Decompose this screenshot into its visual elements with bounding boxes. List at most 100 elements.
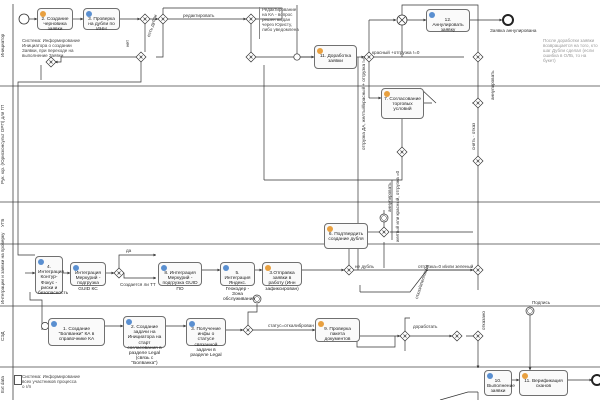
gateway-red	[363, 51, 375, 63]
timer-event-edit	[293, 53, 301, 61]
task-check-documents[interactable]: 9. Проверка пакета документов	[315, 318, 360, 342]
gateway-dubli-1	[139, 13, 151, 25]
gateway-legal-2	[396, 146, 408, 158]
service-task-icon	[51, 321, 57, 327]
gateway-otgr	[472, 264, 484, 276]
flow-label-vertical-4: желтый или красный, отгрузка =0	[395, 170, 400, 242]
gateway-init	[45, 56, 57, 68]
task-label: 5. Интеграция Яндекс. Геокодер - Зона об…	[223, 271, 255, 303]
service-task-icon	[223, 265, 229, 271]
flow-label-edit: редактировать	[183, 13, 215, 18]
task-send-request[interactable]: 3.Отправка заявки в работу (Инн зафиксир…	[262, 262, 302, 292]
task-trade-terms[interactable]: 7. Согласование торговых условий	[381, 88, 424, 119]
flow-label-vertical-3: аннулировать	[490, 70, 495, 100]
task-label: 8. Интеграция Меркурий - подгрузка GUID …	[162, 271, 198, 292]
gateway-edit-join	[245, 51, 257, 63]
gateway-net	[135, 51, 147, 63]
service-task-icon	[487, 373, 493, 379]
user-task-icon	[327, 226, 333, 232]
service-task-icon	[38, 259, 44, 265]
user-task-icon	[384, 91, 390, 97]
service-task-icon	[73, 265, 79, 271]
event-top-402	[396, 14, 408, 26]
flow-label-vertical-2: снять · отказ	[471, 122, 476, 150]
flow-label-rework: доработать	[413, 324, 438, 329]
task-get-legal-status[interactable]: 3. Получение инфы о статусе связанной за…	[186, 318, 226, 358]
task-label: 11. Верификация сканов	[524, 379, 563, 390]
user-task-icon	[40, 11, 46, 17]
task-label: 3. Проверка на дубли по ИНН	[88, 17, 115, 33]
end-event-cancelled	[502, 14, 514, 26]
flow-label-tt-created: Создается ли ТТ	[120, 282, 156, 287]
note-initiator-info: Система: Информирование Инициатора о соз…	[22, 38, 81, 58]
gateway-sed-1	[242, 324, 254, 336]
task-execute-request[interactable]: 10. Выполнение заявки	[484, 370, 515, 396]
flow-label-red-shipment: красный +отгрузка !=0	[372, 50, 420, 55]
service-task-icon	[126, 319, 132, 325]
task-label: 9. Проверка пакета документов	[324, 327, 351, 343]
user-task-icon	[265, 265, 271, 271]
event-signature	[525, 306, 535, 316]
flow-label-status: статус=откалиброван	[268, 323, 314, 328]
task-create-draft[interactable]: 2. Создание черновика заявки	[37, 8, 73, 33]
gateway-dubli-2	[157, 13, 169, 25]
task-label: 3. Получение инфы о статусе связанной за…	[190, 327, 222, 359]
user-task-icon	[317, 48, 323, 54]
task-check-duplicates[interactable]: 3. Проверка на дубли по ИНН	[83, 8, 120, 33]
flow-label-vertical-5: аннулировать	[387, 182, 392, 212]
task-label: 2. Создание задачи на Инициатора на стар…	[127, 325, 162, 367]
task-verify-scans[interactable]: 11. Верификация сканов	[519, 370, 568, 396]
task-rework-request[interactable]: 11. Доработка заявки	[314, 45, 357, 69]
task-label: 3.Отправка заявки в работу (Инн зафиксир…	[265, 271, 299, 292]
flow-label-yes: да	[126, 248, 132, 253]
task-label: 2. Создание черновика заявки	[41, 17, 69, 33]
task-create-legal-task[interactable]: 2. Создание задачи на Инициатора на стар…	[123, 316, 166, 366]
end-event-label: Заявка аннулирована	[490, 28, 537, 33]
task-confirm-duplicate[interactable]: 6. Подтвердить создание дубля	[324, 223, 368, 249]
user-task-icon	[522, 373, 528, 379]
flow-label-not-duplicate: не дубль	[355, 264, 374, 269]
gateway-ugb	[378, 226, 390, 238]
service-task-icon	[189, 321, 195, 327]
task-label: Интеграция Меркурий - подгрузка GUID КС	[74, 271, 102, 292]
task-kontur-focus[interactable]: 4. Интеграция Контур-Фокус - риски и без…	[35, 256, 68, 296]
start-event	[18, 13, 30, 25]
task-create-blank-ka[interactable]: 1. Создание "Болванки" КА в справочнике …	[48, 318, 105, 346]
gateway-sed-3	[451, 330, 463, 342]
task-yandex-geocoder[interactable]: 5. Интеграция Яндекс. Геокодер - Зона об…	[220, 262, 255, 302]
note-after-rework: После доработки заявки возвращается на т…	[543, 38, 598, 63]
task-cancel-request[interactable]: 12. Аннулировать заявку	[426, 9, 470, 34]
end-event-bottom	[591, 374, 600, 386]
timer-event-ugb	[379, 213, 389, 223]
user-task-icon	[318, 321, 324, 327]
task-mercury-po[interactable]: 8. Интеграция Меркурий - подгрузка GUID …	[158, 262, 202, 292]
lane-label-ext: Ext data	[0, 376, 5, 393]
flow-label-no: нет	[125, 39, 130, 47]
flow-label-signature: Подпись	[532, 300, 551, 305]
task-label: 1. Создание "Болванки" КА в справочнике …	[58, 327, 95, 343]
gateway-edit-split	[245, 13, 257, 25]
lane-label-legal: Рук. юр. (Юрисконсульт ОРП) для ГП	[0, 104, 5, 184]
service-task-icon	[161, 265, 167, 271]
sequence-flows	[15, 4, 593, 400]
task-mercury-ks[interactable]: Интеграция Меркурий - подгрузка GUID КС	[70, 262, 106, 292]
timer-event-sed	[252, 294, 262, 304]
gateways	[45, 13, 484, 342]
flow-label-vertical-1: отгрузка ДА, желтый/красный + отгрузка !…	[361, 56, 366, 150]
gateway-top-right	[472, 51, 484, 63]
document-icon	[14, 375, 22, 385]
task-label: 4. Интеграция Контур-Фокус - риски и без…	[38, 265, 69, 297]
gateway-sed-2	[399, 330, 411, 342]
task-label: 11. Доработка заявки	[319, 54, 352, 65]
task-label: 12. Аннулировать заявку	[432, 18, 464, 34]
service-task-icon	[429, 12, 435, 18]
lane-label-sed: СЭД	[0, 331, 5, 342]
task-label: 7. Согласование торговых условий	[384, 97, 421, 113]
gateway-legal-1	[472, 97, 484, 109]
lane-label-initiator: Инициатор	[0, 33, 5, 57]
note-inform-participants: Система: Информирование всех участников …	[22, 374, 81, 389]
gateway-legal-3	[472, 155, 484, 167]
gateway-sed-4	[472, 330, 484, 342]
